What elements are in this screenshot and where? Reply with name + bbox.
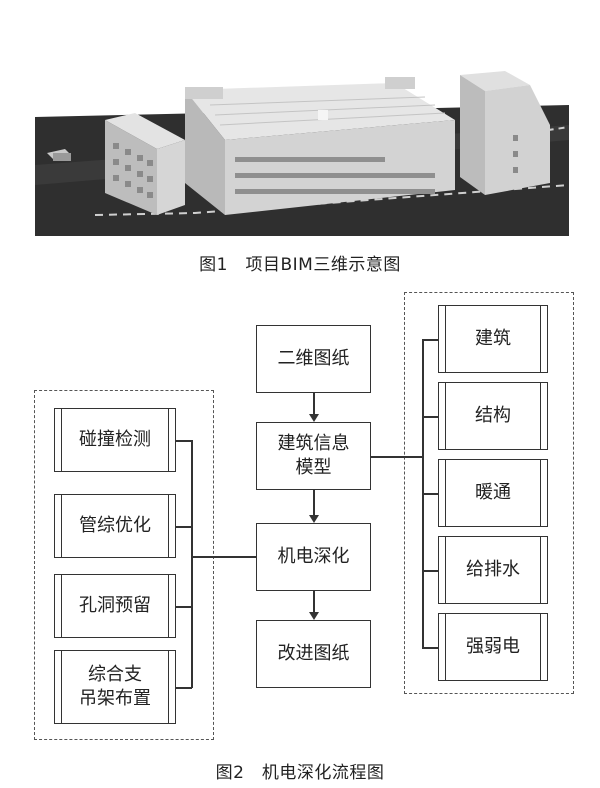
right-box-architecture: 建筑 [438, 305, 548, 373]
flow-box-label: 建筑信息 模型 [277, 432, 350, 478]
left-box-support-arrangement: 综合支 吊架布置 [54, 650, 176, 724]
right-box-hvac: 暖通 [438, 459, 548, 527]
arrow-head-icon [309, 414, 319, 422]
connector-line [176, 526, 192, 528]
left-box-label: 综合支 吊架布置 [79, 663, 151, 709]
connector-line [191, 556, 256, 558]
left-box-hole-reservation: 孔洞预留 [54, 574, 176, 638]
connector-line [422, 416, 438, 418]
left-box-label: 碰撞检测 [79, 428, 151, 450]
flow-box-label: 二维图纸 [277, 347, 350, 369]
left-box-clash-detection: 碰撞检测 [54, 408, 176, 472]
left-box-label: 管综优化 [79, 514, 151, 536]
flow-box-2d-drawings: 二维图纸 [256, 325, 371, 393]
flow-box-improved-drawings: 改进图纸 [256, 620, 371, 688]
arrow-line [313, 490, 315, 518]
connector-line [422, 647, 438, 649]
right-box-label: 强弱电 [466, 635, 520, 657]
left-box-label: 孔洞预留 [79, 594, 151, 616]
right-box-label: 给排水 [466, 558, 520, 580]
connector-line [422, 570, 438, 572]
figure1-caption: 图1 项目BIM三维示意图 [199, 255, 401, 275]
connector-line [176, 440, 192, 442]
connector-line [422, 339, 424, 648]
left-box-pipe-optimization: 管综优化 [54, 494, 176, 558]
arrow-head-icon [309, 515, 319, 523]
left-dashed-group [34, 390, 214, 740]
arrow-line [313, 591, 315, 615]
connector-line [371, 456, 423, 458]
mep-deepening-flowchart: 二维图纸 建筑信息 模型 机电深化 改进图纸 碰撞检测 管综优化 孔洞预留 综合… [0, 280, 600, 750]
flow-box-label: 改进图纸 [277, 642, 350, 664]
arrow-line [313, 393, 315, 417]
bim-3d-render [35, 65, 569, 236]
right-box-label: 建筑 [475, 327, 511, 349]
connector-line [176, 687, 192, 689]
flow-box-mep-deepening: 机电深化 [256, 523, 371, 591]
flow-box-bim-model: 建筑信息 模型 [256, 422, 371, 490]
right-box-structure: 结构 [438, 382, 548, 450]
right-box-plumbing: 给排水 [438, 536, 548, 604]
connector-line [176, 606, 192, 608]
arrow-head-icon [309, 612, 319, 620]
figure2-caption: 图2 机电深化流程图 [215, 763, 385, 783]
right-dashed-group [404, 292, 574, 694]
connector-line [191, 440, 193, 688]
right-box-label: 结构 [475, 404, 511, 426]
right-box-label: 暖通 [475, 481, 511, 503]
flow-box-label: 机电深化 [277, 545, 350, 567]
connector-line [422, 339, 438, 341]
right-box-electrical: 强弱电 [438, 613, 548, 681]
connector-line [422, 493, 438, 495]
